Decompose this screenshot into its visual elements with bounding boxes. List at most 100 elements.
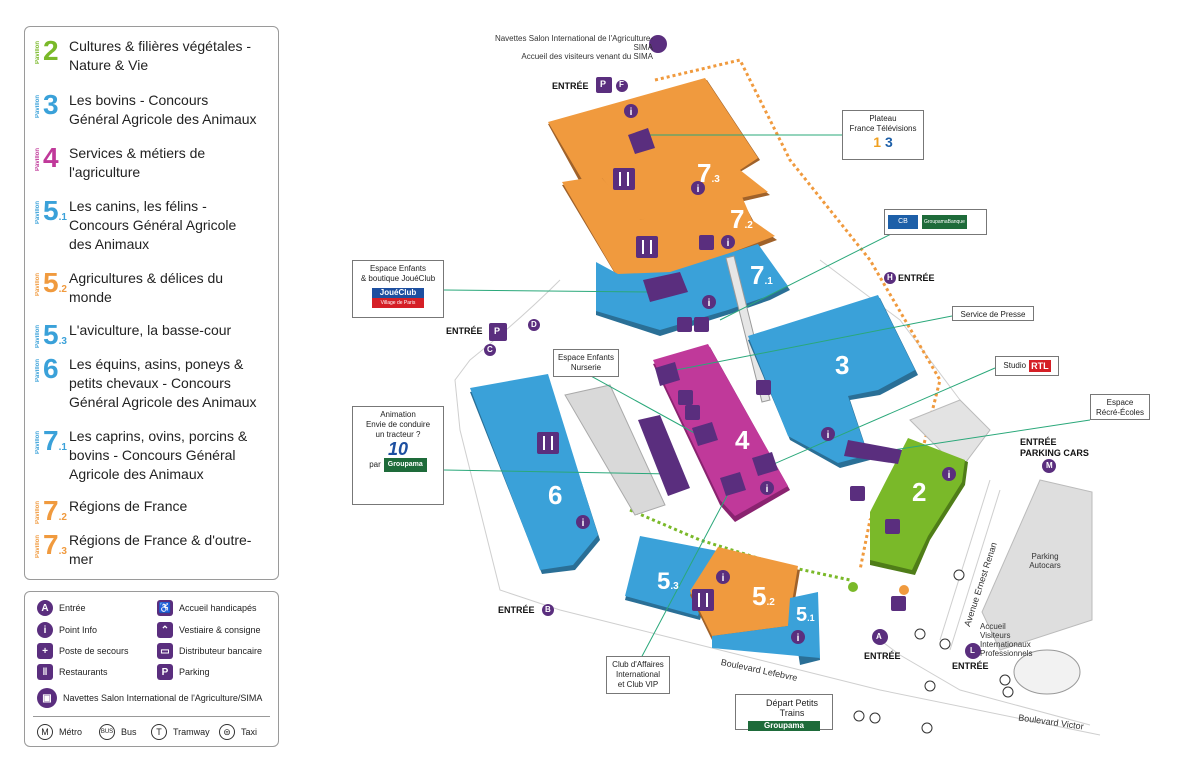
restaurant-icons [537, 168, 714, 611]
key-restaurants: ‖Restaurants [37, 664, 108, 680]
metro-icon: M [37, 724, 53, 740]
map-label-7-2: 7.2 [730, 204, 753, 234]
entree-label-top: ENTRÉE [552, 81, 589, 91]
callout-studio-rtl[interactable]: Studio RTL [995, 356, 1059, 376]
gate-c-icon[interactable]: C [487, 345, 493, 354]
info-icon: i [37, 622, 53, 638]
grey-building-parking [981, 479, 1093, 651]
pavilion-5 [625, 536, 820, 665]
svg-text:i: i [582, 518, 585, 529]
map-label-3: 3 [835, 350, 850, 380]
key-distributeur: ▭Distributeur bancaire [157, 643, 262, 659]
pavilion-3 [748, 295, 918, 468]
taxi-icon: ⊜ [219, 724, 235, 740]
joueclub-logo: JouéClub [372, 288, 424, 298]
navettes-label: Navettes Salon International de l'Agricu… [494, 34, 653, 61]
parking-c-icon[interactable]: P [494, 326, 501, 336]
cb-card-icon: CB [888, 215, 918, 229]
rtl-logo: RTL [1029, 360, 1051, 372]
svg-text:i: i [766, 484, 769, 495]
entree-label-b: ENTRÉE [498, 605, 535, 615]
callout-groupama-banque[interactable]: CB GroupamaBanque [884, 209, 987, 235]
callout-leaders [443, 134, 1091, 661]
train-route [629, 508, 851, 582]
service-icons [677, 235, 906, 611]
key-navettes: ▣Navettes Salon International de l'Agric… [37, 688, 262, 708]
svg-text:i: i [708, 298, 711, 309]
gate-b-icon[interactable]: B [545, 605, 551, 614]
gate-markers [484, 35, 1056, 659]
gate-l-icon[interactable]: L [970, 646, 975, 655]
map-label-6: 6 [548, 480, 563, 510]
callout-depart-trains[interactable]: Départ Petits Trains Groupama [735, 694, 833, 731]
entrance-icon: A [37, 600, 53, 616]
map-label-7-1: 7.1 [750, 260, 773, 290]
key-accueil-handicapes: ♿Accueil handicapés [157, 600, 257, 616]
tractor-10-logo: 10 [387, 439, 409, 459]
restaurant-icon-marks [543, 172, 708, 607]
key-poste-secours: +Poste de secours [37, 643, 129, 659]
restaurant-icon: ‖ [37, 664, 53, 680]
callout-service-presse[interactable]: Service de Presse [952, 306, 1034, 321]
parking-icon: P [157, 664, 173, 680]
groupama-logo: Groupama [383, 458, 427, 472]
gate-a-icon[interactable]: A [876, 632, 882, 641]
info-icons [576, 104, 956, 644]
pavilion-7-1 [596, 244, 790, 336]
grey-building-1 [564, 384, 666, 516]
dome [1013, 649, 1081, 695]
map-label-5-3: 5.3 [657, 568, 679, 595]
entree-label-a: ENTRÉE [864, 651, 901, 661]
groupama-logo-trains: Groupama [748, 721, 820, 731]
gate-d-icon[interactable]: D [531, 320, 537, 329]
svg-text:i: i [630, 107, 633, 118]
france3-logo: 3 [884, 134, 893, 150]
svg-text:i: i [727, 238, 730, 249]
tram-icon: T [151, 724, 167, 740]
map-label-5-2: 5.2 [752, 581, 775, 611]
parking-top-icon[interactable]: P [600, 79, 607, 89]
hanger-icon: ⌃ [157, 622, 173, 638]
bus-icon: BUS [99, 724, 115, 740]
entree-label-c: ENTRÉE [446, 326, 483, 336]
transit-stops [853, 569, 1014, 734]
map-label-4: 4 [735, 425, 750, 455]
map-label-2: 2 [912, 477, 927, 507]
first-aid-icon: + [37, 643, 53, 659]
svg-text:i: i [797, 633, 800, 644]
gate-h-icon[interactable]: H [887, 273, 893, 282]
map-label-5-1: 5.1 [796, 604, 815, 626]
gate-f-icon[interactable]: F [619, 80, 624, 89]
wheelchair-icon: ♿ [157, 600, 173, 616]
callout-espace-enfants-boutique[interactable]: Espace Enfants& boutique JouéClub JouéCl… [352, 260, 444, 318]
gate-m-icon[interactable]: M [1046, 461, 1053, 470]
